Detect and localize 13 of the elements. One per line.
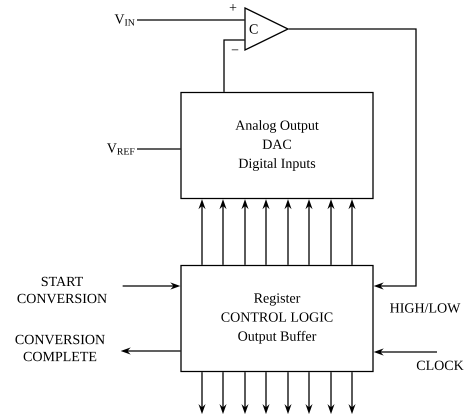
signal-label: V$_{REF}$ (106, 143, 134, 155)
edge-label: HIGH/LOW (388, 302, 462, 314)
connector-line (223, 39, 244, 92)
pin-sign: + (230, 4, 236, 11)
signal-label: CLOCK (416, 360, 464, 370)
signal-label: V$_{IN}$ (114, 14, 135, 26)
signal-label: CONVERSION COMPLETE (15, 334, 105, 362)
signal-label: START CONVERSION (17, 276, 107, 304)
control-logic-box: Register CONTROL LOGIC Output Buffer (180, 264, 374, 372)
connector-line (137, 148, 180, 150)
connector-line (137, 19, 244, 21)
dac-box: Analog Output DAC Digital Inputs (180, 92, 374, 200)
arrow (288, 28, 417, 290)
